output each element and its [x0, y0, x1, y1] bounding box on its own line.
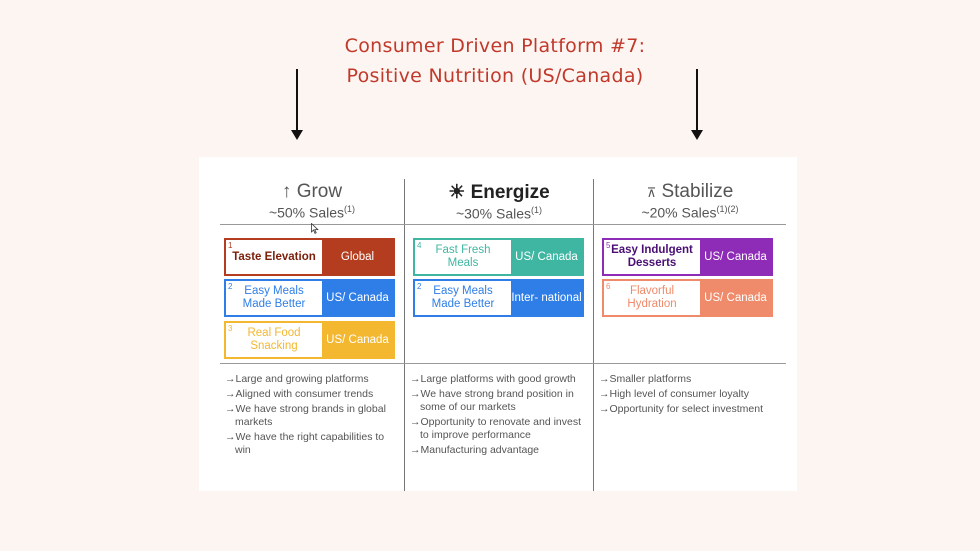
arrow-right-icon: →	[410, 373, 421, 385]
platform-name: Taste Elevation	[232, 250, 316, 263]
platform-box: 3 Real Food Snacking US/ Canada	[224, 321, 395, 359]
arrow-right-icon: →	[225, 373, 236, 385]
column-divider	[404, 179, 405, 491]
platform-number: 4	[417, 241, 422, 250]
column-name: Grow	[296, 181, 343, 202]
stabilize-icon: ⊼	[646, 185, 657, 200]
bullet-item: →Large and growing platforms	[225, 373, 369, 385]
bullet-item: →Large platforms with good growth	[410, 373, 576, 385]
bullet-item: →We have the right capabilities to win	[225, 431, 385, 456]
slide-title-line-1: Consumer Driven Platform #7:	[344, 35, 646, 57]
platform-name: Easy Meals Made Better	[242, 285, 306, 310]
arrow-right-icon: →	[599, 373, 610, 385]
column-divider	[593, 179, 594, 491]
footnote: (1)	[531, 205, 543, 215]
bullet-item: →We have strong brand position in some o…	[410, 388, 574, 413]
platform-number: 2	[417, 282, 422, 291]
bullet-item: →Aligned with consumer trends	[225, 388, 374, 400]
platform-region: US/ Canada	[511, 240, 582, 274]
bullet-item: →High level of consumer loyalty	[599, 388, 749, 400]
arrow-right-icon: →	[599, 388, 610, 400]
down-arrow-icon	[291, 69, 303, 141]
platform-box: 4 Fast Fresh Meals US/ Canada	[413, 238, 584, 276]
embedded-slide: ↑ Grow ~50% Sales(1) ☀ Energize ~30% Sal…	[199, 157, 797, 491]
platform-box: 6 Flavorful Hydration US/ Canada	[602, 279, 773, 317]
bullet-list-grow: →Large and growing platforms →Aligned wit…	[225, 373, 395, 459]
arrow-right-icon: →	[410, 388, 421, 400]
footnote: (1)(2)	[716, 204, 739, 214]
platform-region: US/ Canada	[700, 281, 771, 315]
bullet-item: →Opportunity for select investment	[599, 403, 763, 415]
sales-share: ~20% Sales	[641, 204, 717, 221]
up-arrow-icon: ↑	[281, 181, 292, 202]
platform-region: US/ Canada	[700, 240, 771, 274]
sales-share: ~30% Sales	[455, 205, 532, 222]
sales-share: ~50% Sales	[268, 204, 345, 221]
platform-number: 5	[606, 241, 611, 250]
bullets-divider	[220, 363, 786, 364]
bullet-item: →We have strong brands in global markets	[225, 403, 386, 428]
header-divider	[220, 224, 786, 225]
bullet-item: →Smaller platforms	[599, 373, 692, 385]
mouse-cursor-icon	[311, 223, 319, 234]
arrow-right-icon: →	[225, 403, 236, 415]
platform-number: 2	[228, 282, 233, 291]
column-header-energize: ☀ Energize ~30% Sales(1)	[405, 181, 593, 222]
down-arrow-icon	[691, 69, 703, 141]
bullet-list-stabilize: →Smaller platforms →High level of consume…	[599, 373, 784, 418]
bullet-item: →Opportunity to renovate and invest to i…	[410, 416, 582, 441]
platform-region: Inter- national	[511, 281, 582, 315]
sun-icon: ☀	[448, 182, 466, 203]
platform-number: 6	[606, 282, 611, 291]
platform-name: Flavorful Hydration	[627, 285, 677, 310]
slide-title-line-2: Positive Nutrition (US/Canada)	[346, 65, 644, 87]
column-header-grow: ↑ Grow ~50% Sales(1)	[220, 181, 404, 221]
arrow-right-icon: →	[410, 444, 421, 456]
platform-name: Easy Meals Made Better	[431, 285, 495, 310]
platform-box: 2 Easy Meals Made Better Inter- national	[413, 279, 584, 317]
platform-region: US/ Canada	[322, 323, 393, 357]
arrow-right-icon: →	[599, 403, 610, 415]
platform-name: Real Food Snacking	[247, 327, 301, 352]
platform-box: 2 Easy Meals Made Better US/ Canada	[224, 279, 395, 317]
platform-number: 1	[228, 241, 233, 250]
footnote: (1)	[344, 204, 356, 214]
bullet-item: →Manufacturing advantage	[410, 444, 539, 456]
column-name: Stabilize	[661, 181, 734, 202]
platform-name: Fast Fresh Meals	[435, 244, 491, 269]
bullet-list-energize: →Large platforms with good growth →We hav…	[410, 373, 585, 459]
column-header-stabilize: ⊼ Stabilize ~20% Sales(1)(2)	[594, 181, 786, 221]
column-name: Energize	[470, 182, 550, 203]
platform-region: US/ Canada	[322, 281, 393, 315]
arrow-right-icon: →	[225, 388, 236, 400]
platform-name: Easy Indulgent Desserts	[611, 244, 693, 269]
platform-region: Global	[322, 240, 393, 274]
arrow-right-icon: →	[410, 416, 421, 428]
arrow-right-icon: →	[225, 431, 236, 443]
platform-number: 3	[228, 324, 233, 333]
